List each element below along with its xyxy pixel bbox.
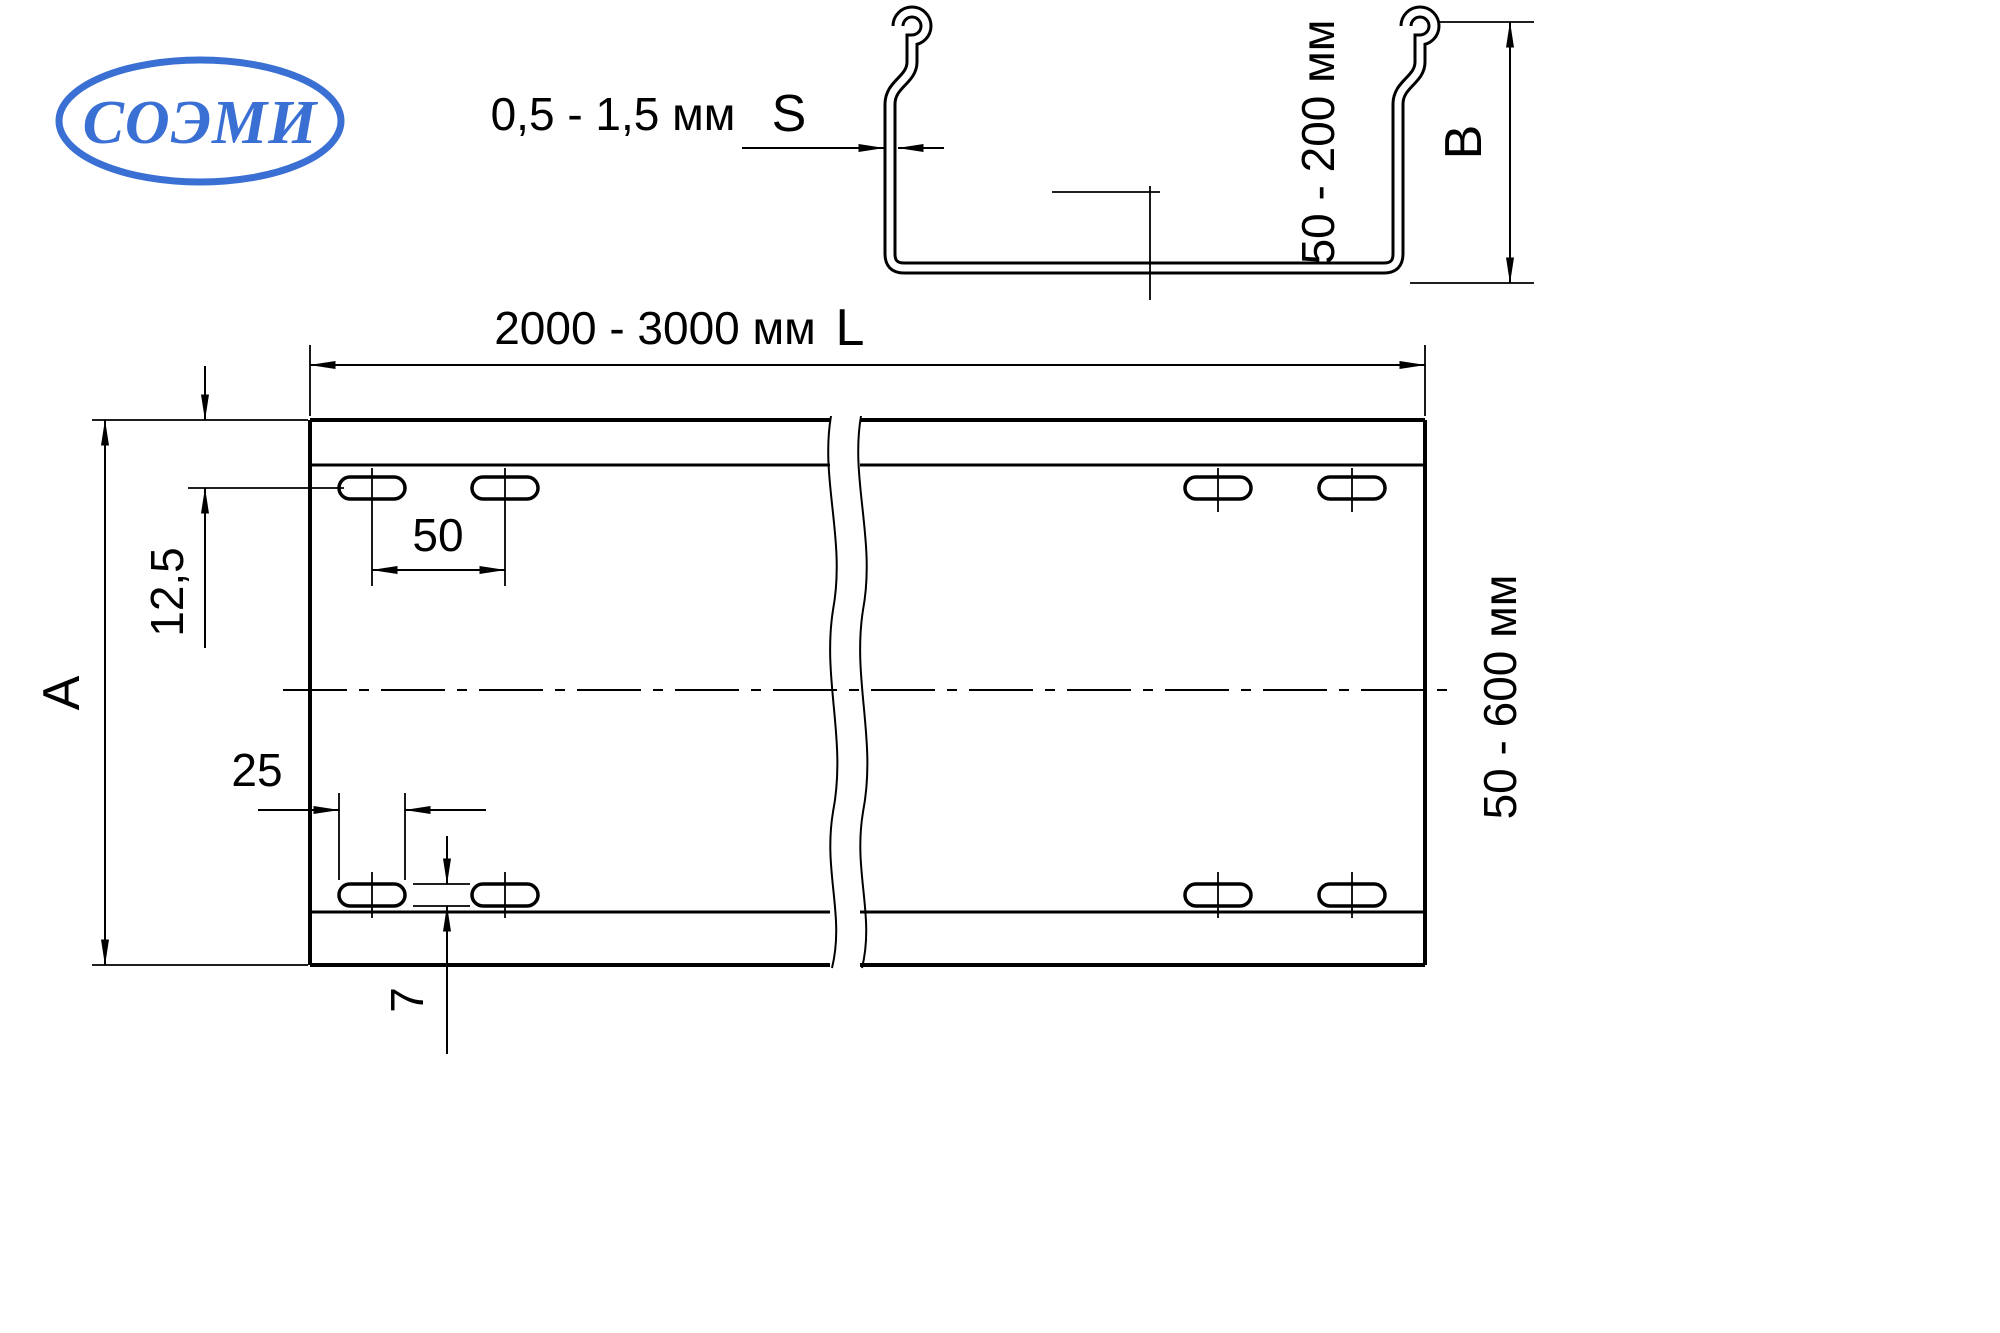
slot-center-ticks-bottom — [371, 872, 1353, 918]
tray-fold-lines — [310, 463, 1425, 914]
length-dimension-letter: L — [836, 299, 865, 357]
slot-width-dimension: 7 — [381, 987, 433, 1013]
width-dimension-value: 50 - 600 мм — [1474, 575, 1526, 820]
thickness-dimension-value: 0,5 - 1,5 мм — [491, 88, 736, 140]
dimension-section-height: 50 - 200 мм B — [1292, 20, 1534, 284]
length-dimension-value: 2000 - 3000 мм — [494, 302, 816, 354]
dimension-thickness: 0,5 - 1,5 мм S — [491, 85, 944, 152]
cross-section-view: 0,5 - 1,5 мм S 50 - 200 мм B — [491, 5, 1534, 300]
logo-text: СОЭМИ — [83, 89, 319, 157]
dimension-length: 2000 - 3000 мм L — [309, 299, 1426, 416]
thickness-dimension-letter: S — [772, 85, 807, 143]
tray-outline — [308, 418, 1427, 967]
break-line-left — [827, 415, 839, 969]
plan-view: 2000 - 3000 мм L A 50 - 600 мм 12,5 50 — [33, 299, 1526, 1054]
slot-holes-bottom — [337, 872, 1387, 918]
dimension-slot-length: 25 — [231, 744, 486, 880]
dimension-slot-pitch: 50 — [371, 509, 506, 574]
break-line-right — [857, 415, 869, 969]
edge-offset-dimension: 12,5 — [141, 547, 193, 637]
slot-holes-top — [337, 468, 1387, 586]
section-height-letter: B — [1435, 125, 1493, 160]
company-logo: СОЭМИ — [55, 56, 345, 186]
logo-ellipse — [55, 56, 345, 186]
dimension-edge-offset: 12,5 — [141, 366, 344, 648]
section-profile-outline — [883, 5, 1441, 275]
slot-pitch-dimension: 50 — [412, 509, 463, 561]
section-profile-core — [886, 8, 1438, 272]
width-dimension-letter: A — [33, 675, 91, 710]
slot-center-ticks-top — [371, 468, 1353, 586]
slot-length-dimension: 25 — [231, 744, 282, 796]
section-center-mark — [1052, 186, 1160, 300]
dimension-width: A 50 - 600 мм — [33, 419, 1526, 966]
section-height-value: 50 - 200 мм — [1292, 20, 1344, 265]
dimension-slot-width: 7 — [381, 836, 470, 1054]
